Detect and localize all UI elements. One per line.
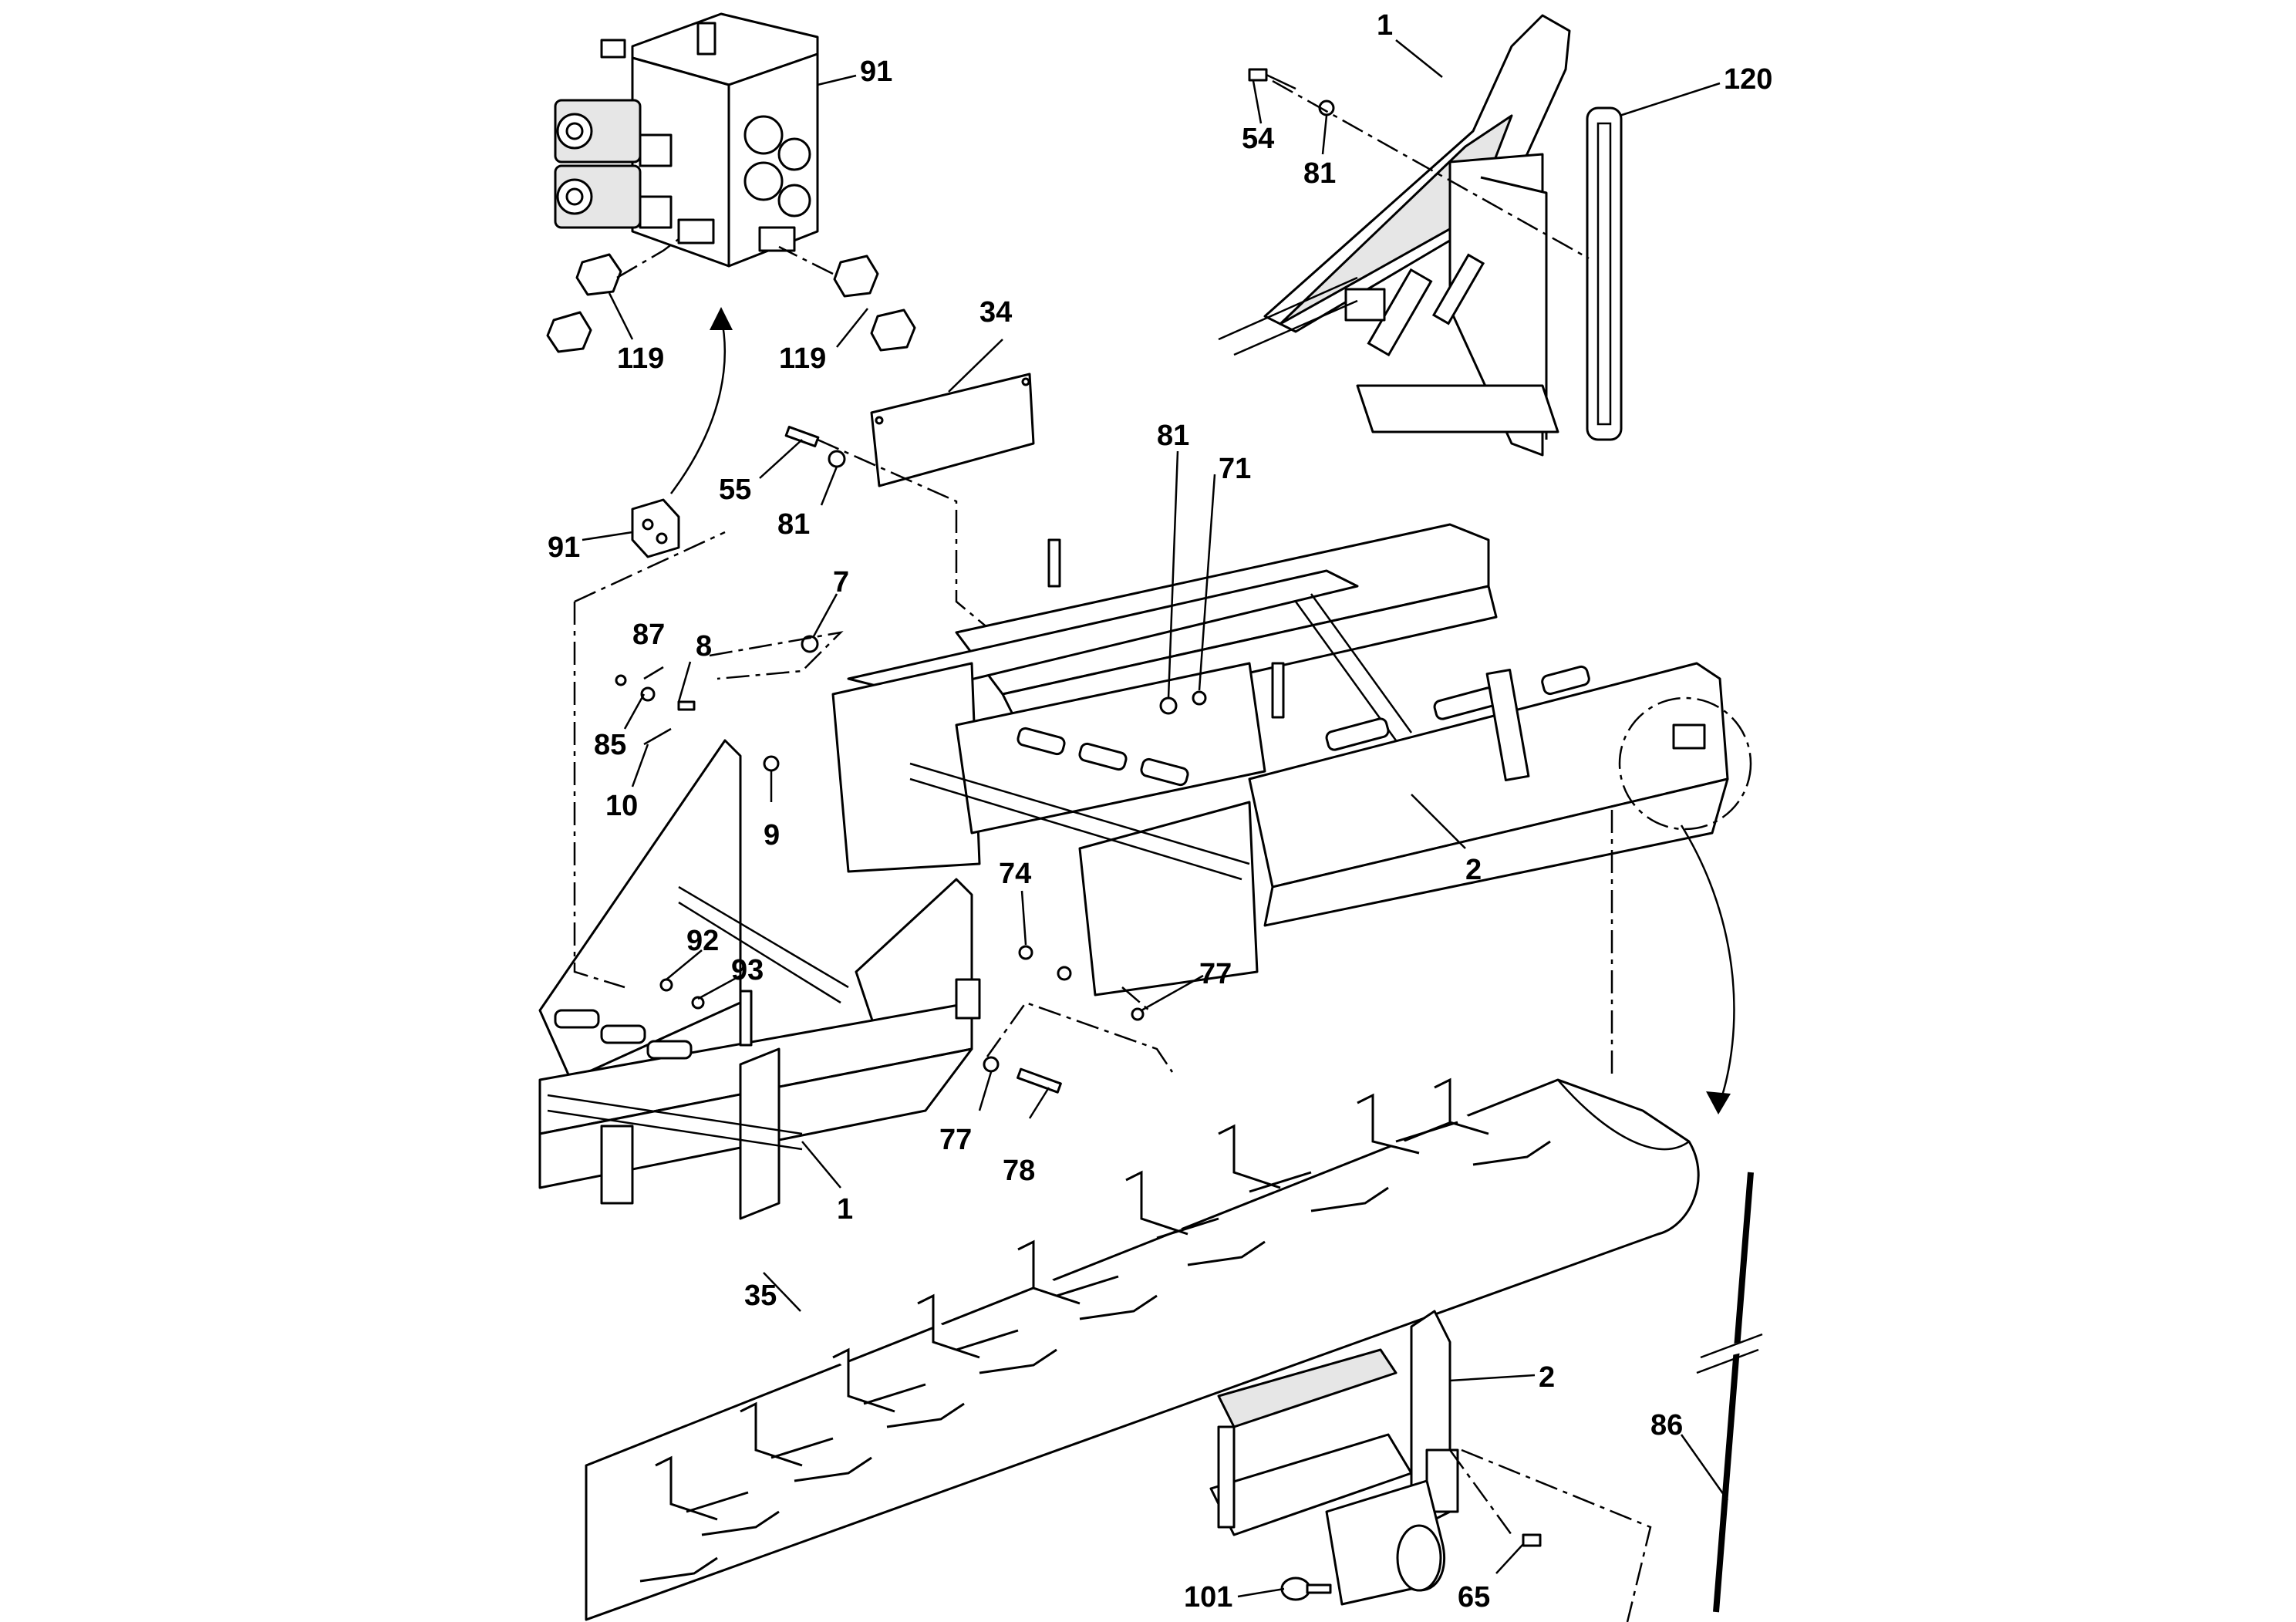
knob-101 (1280, 1576, 1332, 1601)
callout-1-top: 1 (1377, 9, 1393, 42)
callout-77-low: 77 (939, 1124, 972, 1156)
zoom-arrow-91 (669, 315, 726, 494)
callout-54: 54 (1242, 123, 1274, 155)
callout-9: 9 (764, 819, 780, 851)
detail-arrow-head (1706, 1091, 1731, 1114)
detail-arrow (1680, 824, 1735, 1104)
callout-2-detail: 2 (1539, 1361, 1555, 1394)
callout-81-frame: 81 (1157, 420, 1189, 452)
callout-8: 8 (696, 630, 712, 663)
detail-circle (1618, 696, 1752, 831)
valve-small-91 (631, 498, 680, 558)
callout-labels: 1 120 54 81 91 119 119 34 55 81 81 71 91… (548, 9, 1772, 1614)
callout-81-mid: 81 (777, 508, 810, 541)
rod-86 (1696, 1172, 1763, 1613)
callout-65: 65 (1458, 1581, 1490, 1614)
callout-1-low: 1 (837, 1193, 853, 1226)
detail-frame-top (1218, 14, 1571, 457)
callout-81-top: 81 (1303, 157, 1336, 190)
detail-bracket-2 (1209, 1310, 1459, 1606)
valve-block-91 (554, 12, 819, 268)
callout-85: 85 (594, 729, 626, 761)
small-fasteners (573, 531, 1207, 1021)
caps-119 (546, 238, 916, 353)
callout-119-left: 119 (617, 342, 664, 375)
callout-77-right: 77 (1199, 958, 1232, 990)
callout-91-small: 91 (548, 531, 580, 564)
walkway-35 (585, 1077, 1700, 1621)
callout-92: 92 (686, 925, 719, 957)
axis-54-81 (1272, 79, 1590, 260)
callout-91-top: 91 (860, 56, 892, 88)
callout-78: 78 (1003, 1155, 1035, 1187)
callout-7: 7 (833, 566, 849, 599)
callout-93: 93 (731, 954, 764, 986)
left-frame-1 (538, 739, 981, 1220)
bolt-78-washer-77 (983, 1001, 1174, 1094)
bracket-120 (1586, 106, 1623, 441)
dash-2-detail (1461, 1448, 1652, 1622)
plate-34 (870, 339, 1035, 487)
callout-10: 10 (605, 790, 638, 822)
callout-86: 86 (1650, 1409, 1683, 1442)
callout-119-right: 119 (779, 342, 826, 375)
arrow-head (710, 307, 733, 330)
callout-35: 35 (744, 1280, 777, 1312)
callout-71: 71 (1219, 453, 1251, 485)
dash-65 (1448, 1449, 1513, 1536)
callout-120: 120 (1724, 63, 1772, 96)
callout-74: 74 (999, 858, 1031, 890)
callout-34: 34 (979, 296, 1012, 329)
tread-pattern (639, 1077, 1551, 1583)
leader-lines (582, 39, 1729, 1598)
bolt-65 (1522, 1533, 1542, 1547)
callout-87: 87 (632, 619, 665, 651)
callout-55: 55 (719, 474, 751, 506)
bolt-54 (1248, 68, 1296, 90)
callout-101: 101 (1184, 1581, 1232, 1614)
callout-2-frame: 2 (1465, 854, 1482, 886)
